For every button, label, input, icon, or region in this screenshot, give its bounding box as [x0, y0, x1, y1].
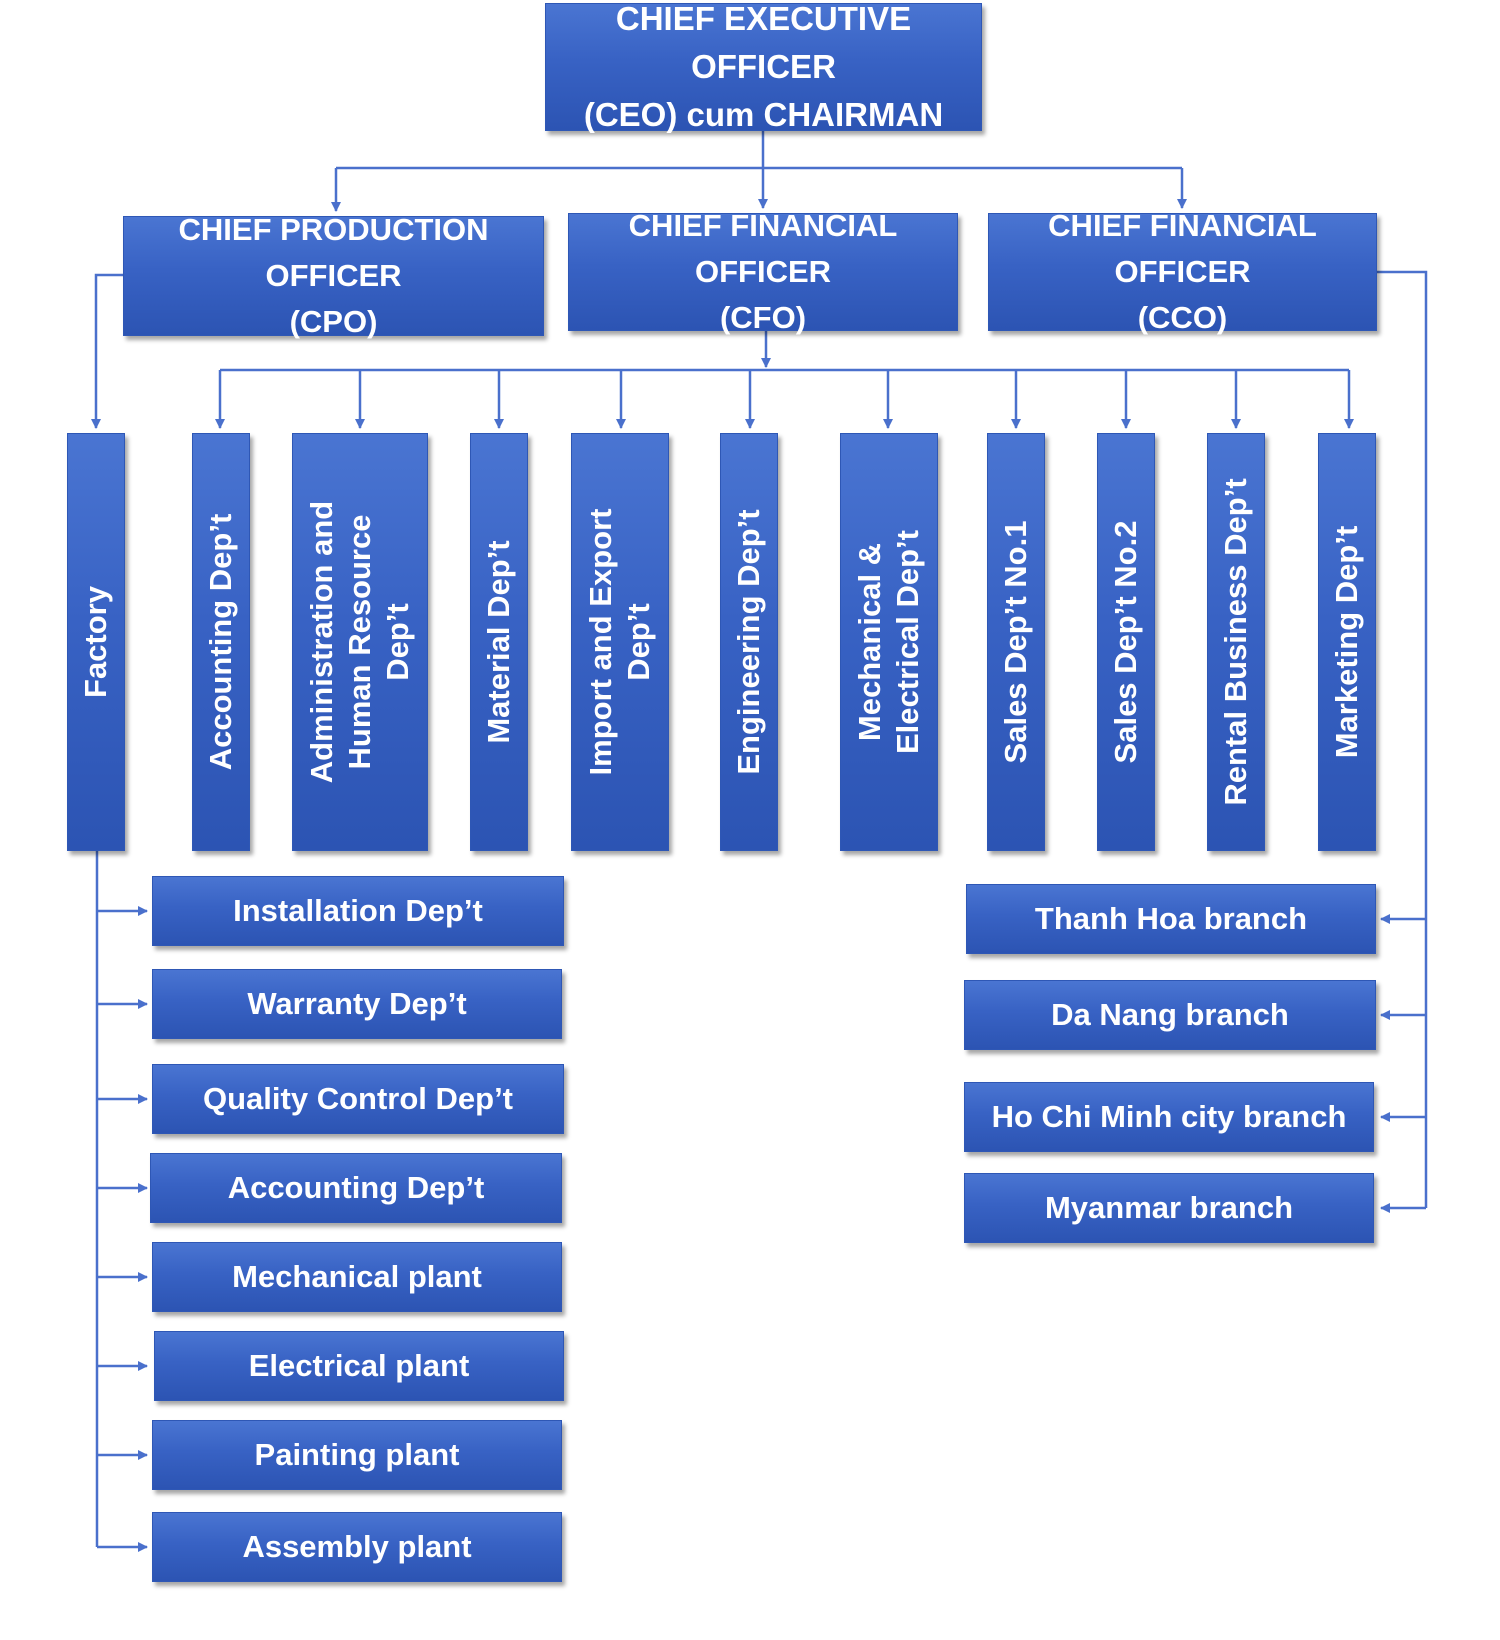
dept-mech-elec: Mechanical & Electrical Dep’t — [840, 433, 938, 851]
dept-material: Material Dep’t — [470, 433, 528, 851]
branch-thanh-hoa-label: Thanh Hoa branch — [1034, 901, 1308, 936]
unit-warranty-label: Warranty Dep’t — [247, 986, 467, 1021]
cfo-box: CHIEF FINANCIAL OFFICER (CFO) — [568, 208, 958, 335]
dept-accounting: Accounting Dep’t — [192, 433, 250, 851]
connector-cco-trunk — [1377, 270, 1428, 1208]
unit-quality-control: Quality Control Dep’t — [152, 1064, 564, 1134]
unit-installation: Installation Dep’t — [152, 876, 564, 946]
unit-accounting-label: Accounting Dep’t — [227, 1170, 485, 1205]
branch-myanmar: Myanmar branch — [964, 1173, 1374, 1243]
dept-import-export-label: Import and Export Dep’t — [583, 508, 656, 776]
dept-engineering: Engineering Dep’t — [720, 433, 778, 851]
dept-marketing-label: Marketing Dep’t — [1329, 525, 1364, 759]
dept-marketing: Marketing Dep’t — [1318, 433, 1376, 851]
connector-cpo-to-factory — [91, 273, 123, 429]
branch-myanmar-label: Myanmar branch — [1044, 1190, 1294, 1225]
dept-engineering-label: Engineering Dep’t — [731, 509, 766, 775]
branch-thanh-hoa: Thanh Hoa branch — [966, 884, 1376, 954]
dept-rental-business: Rental Business Dep’t — [1207, 433, 1265, 851]
dept-sales-2: Sales Dep’t No.2 — [1097, 433, 1155, 851]
dept-material-label: Material Dep’t — [481, 540, 516, 744]
unit-mechanical-plant: Mechanical plant — [152, 1242, 562, 1312]
ceo-title-line1: CHIEF EXECUTIVE OFFICER — [615, 0, 912, 85]
cco-title-line2: (CCO) — [1137, 300, 1228, 335]
cfo-title-line2: (CFO) — [719, 300, 807, 335]
unit-quality-control-label: Quality Control Dep’t — [203, 1081, 513, 1116]
unit-assembly-plant: Assembly plant — [152, 1512, 562, 1582]
dept-factory-label: Factory — [78, 586, 113, 698]
cco-box: CHIEF FINANCIAL OFFICER (CCO) — [988, 208, 1377, 335]
unit-painting-plant: Painting plant — [152, 1420, 562, 1490]
unit-warranty: Warranty Dep’t — [152, 969, 562, 1039]
dept-sales-2-label: Sales Dep’t No.2 — [1108, 520, 1143, 764]
cco-title-line1: CHIEF FINANCIAL OFFICER — [1048, 208, 1317, 289]
dept-rental-business-label: Rental Business Dep’t — [1218, 478, 1253, 806]
dept-mech-elec-label: Mechanical & Electrical Dep’t — [852, 530, 925, 754]
ceo-box: CHIEF EXECUTIVE OFFICER (CEO) cum CHAIRM… — [545, 0, 982, 133]
unit-electrical-plant-label: Electrical plant — [248, 1348, 470, 1383]
branch-da-nang-label: Da Nang branch — [1051, 997, 1289, 1032]
unit-installation-label: Installation Dep’t — [233, 893, 483, 928]
unit-painting-plant-label: Painting plant — [254, 1437, 460, 1472]
dept-import-export: Import and Export Dep’t — [571, 433, 669, 851]
unit-accounting: Accounting Dep’t — [150, 1153, 562, 1223]
branch-da-nang: Da Nang branch — [964, 980, 1376, 1050]
dept-admin-hr: Administration and Human Resource Dep’t — [292, 433, 428, 851]
cfo-title-line1: CHIEF FINANCIAL OFFICER — [628, 208, 898, 289]
dept-sales-1-label: Sales Dep’t No.1 — [998, 520, 1033, 764]
unit-mechanical-plant-label: Mechanical plant — [232, 1259, 482, 1294]
dept-admin-hr-label: Administration and Human Resource Dep’t — [304, 500, 415, 784]
dept-accounting-label: Accounting Dep’t — [203, 513, 238, 771]
ceo-title-line2: (CEO) cum CHAIRMAN — [583, 96, 944, 133]
dept-sales-1: Sales Dep’t No.1 — [987, 433, 1045, 851]
unit-electrical-plant: Electrical plant — [154, 1331, 564, 1401]
branch-ho-chi-minh: Ho Chi Minh city branch — [964, 1082, 1374, 1152]
cpo-box: CHIEF PRODUCTION OFFICER (CPO) — [123, 212, 544, 339]
branch-ho-chi-minh-label: Ho Chi Minh city branch — [991, 1099, 1347, 1134]
cpo-title-line1: CHIEF PRODUCTION OFFICER — [178, 212, 489, 293]
unit-assembly-plant-label: Assembly plant — [242, 1529, 472, 1564]
cpo-title-line2: (CPO) — [289, 304, 378, 339]
dept-factory: Factory — [67, 433, 125, 851]
